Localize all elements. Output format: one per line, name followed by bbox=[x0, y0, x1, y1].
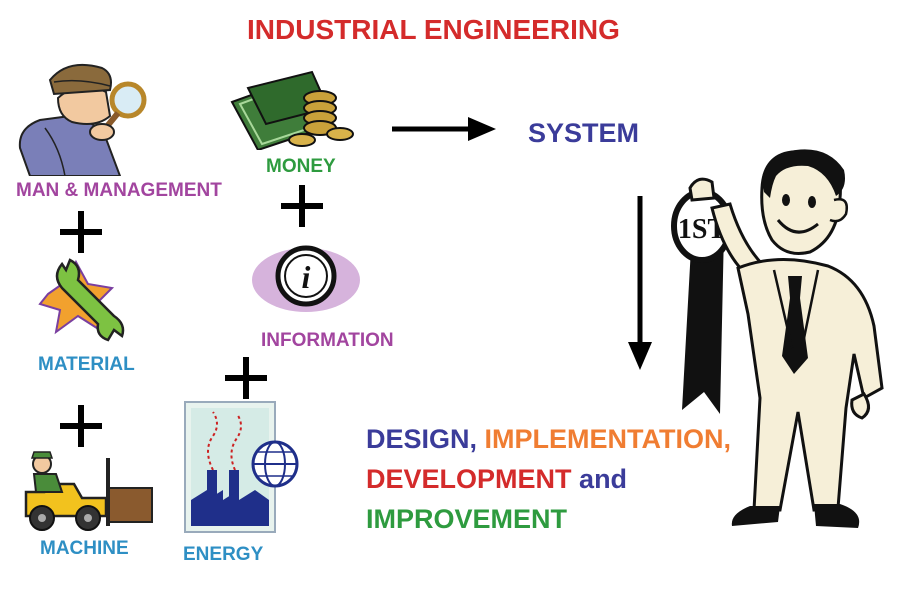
wrench-icon bbox=[38, 258, 125, 342]
page-title: INDUSTRIAL ENGINEERING bbox=[247, 14, 620, 45]
plus-icon bbox=[60, 211, 102, 253]
winner-man-icon: 1ST bbox=[671, 149, 884, 528]
resource-label-man: MAN & MANAGEMENT bbox=[16, 180, 222, 201]
information-icon: i bbox=[252, 245, 360, 312]
outcome-line-1: DESIGN, IMPLEMENTATION, bbox=[366, 424, 731, 455]
outcome-implementation: IMPLEMENTATION, bbox=[484, 424, 732, 454]
resource-label-information: INFORMATION bbox=[261, 330, 394, 351]
forklift-icon bbox=[24, 451, 153, 531]
outcome-development: DEVELOPMENT bbox=[366, 464, 572, 494]
outcome-line-2: DEVELOPMENT and bbox=[366, 464, 627, 495]
outcome-and: and bbox=[579, 464, 628, 494]
money-stack-icon bbox=[230, 70, 354, 150]
outcome-design: DESIGN, bbox=[366, 424, 478, 454]
resource-label-machine: MACHINE bbox=[40, 538, 129, 559]
arrow-right-icon bbox=[392, 117, 496, 141]
outcome-line-3: IMPROVEMENT bbox=[366, 504, 568, 534]
plus-icon bbox=[225, 357, 267, 399]
detective-icon bbox=[18, 64, 147, 176]
plus-icon bbox=[60, 405, 102, 447]
system-label: SYSTEM bbox=[528, 118, 640, 148]
resource-label-energy: ENERGY bbox=[183, 544, 264, 565]
resource-label-money: MONEY bbox=[266, 156, 336, 177]
arrow-down-icon bbox=[628, 196, 652, 370]
resource-label-material: MATERIAL bbox=[38, 354, 135, 375]
plus-icon bbox=[281, 185, 323, 227]
svg-text:i: i bbox=[302, 259, 311, 295]
factory-globe-icon bbox=[184, 401, 299, 533]
